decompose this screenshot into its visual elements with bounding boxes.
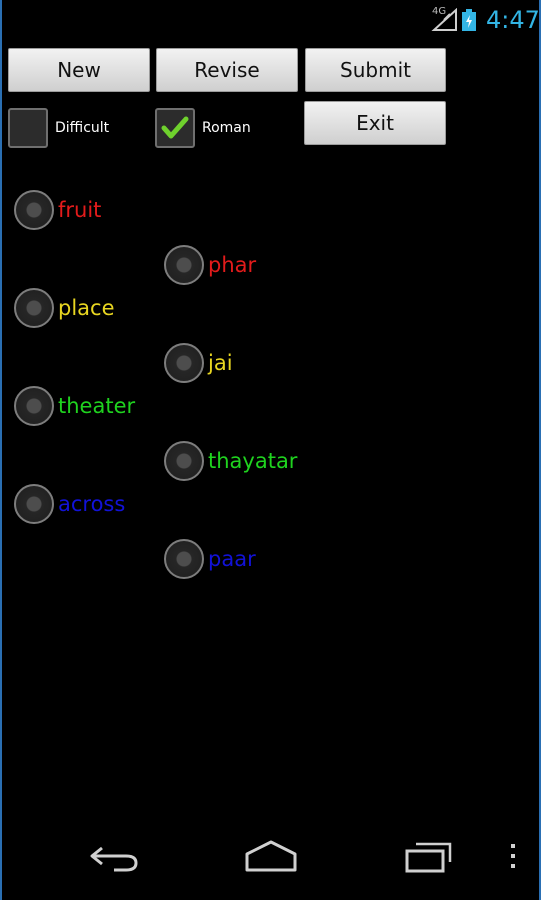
navigation-bar: [0, 828, 541, 900]
word-label: phar: [208, 253, 257, 277]
signal-icon: [431, 8, 457, 31]
revise-button[interactable]: Revise: [156, 48, 298, 92]
radio-button[interactable]: [14, 386, 54, 426]
word-option-row[interactable]: phar: [164, 242, 256, 288]
word-label: theater: [58, 394, 136, 418]
word-option-row[interactable]: across: [14, 481, 125, 527]
word-label: jai: [208, 351, 233, 375]
word-label: fruit: [58, 198, 102, 222]
word-option-row[interactable]: fruit: [14, 187, 101, 233]
word-option-row[interactable]: theater: [14, 383, 135, 429]
radio-button[interactable]: [14, 288, 54, 328]
screen-edge-right: [539, 0, 541, 900]
home-icon[interactable]: [244, 838, 298, 874]
roman-label: Roman: [202, 120, 251, 136]
radio-button[interactable]: [164, 343, 204, 383]
radio-button[interactable]: [14, 484, 54, 524]
radio-button[interactable]: [164, 245, 204, 285]
word-option-row[interactable]: place: [14, 285, 115, 331]
roman-checkbox[interactable]: [155, 108, 195, 148]
word-option-row[interactable]: paar: [164, 536, 256, 582]
word-label: place: [58, 296, 115, 320]
status-bar: 4G 4:47: [0, 0, 541, 40]
word-label: paar: [208, 547, 256, 571]
network-type-label: 4G: [432, 6, 447, 17]
new-button[interactable]: New: [8, 48, 150, 92]
word-label: thayatar: [208, 449, 298, 473]
difficult-label: Difficult: [55, 120, 110, 136]
menu-icon[interactable]: [508, 842, 518, 872]
difficult-checkbox[interactable]: [8, 108, 48, 148]
radio-button[interactable]: [164, 539, 204, 579]
check-mark-icon: [161, 116, 189, 139]
recent-apps-icon[interactable]: [404, 840, 454, 874]
back-icon[interactable]: [88, 842, 140, 874]
clock: 4:47: [486, 6, 540, 34]
word-label: across: [58, 492, 126, 516]
screen-edge-left: [0, 0, 2, 900]
word-option-row[interactable]: jai: [164, 340, 233, 386]
submit-button[interactable]: Submit: [305, 48, 446, 92]
word-option-row[interactable]: thayatar: [164, 438, 297, 484]
radio-button[interactable]: [14, 190, 54, 230]
exit-button[interactable]: Exit: [304, 101, 446, 145]
radio-button[interactable]: [164, 441, 204, 481]
battery-icon: [462, 9, 476, 31]
